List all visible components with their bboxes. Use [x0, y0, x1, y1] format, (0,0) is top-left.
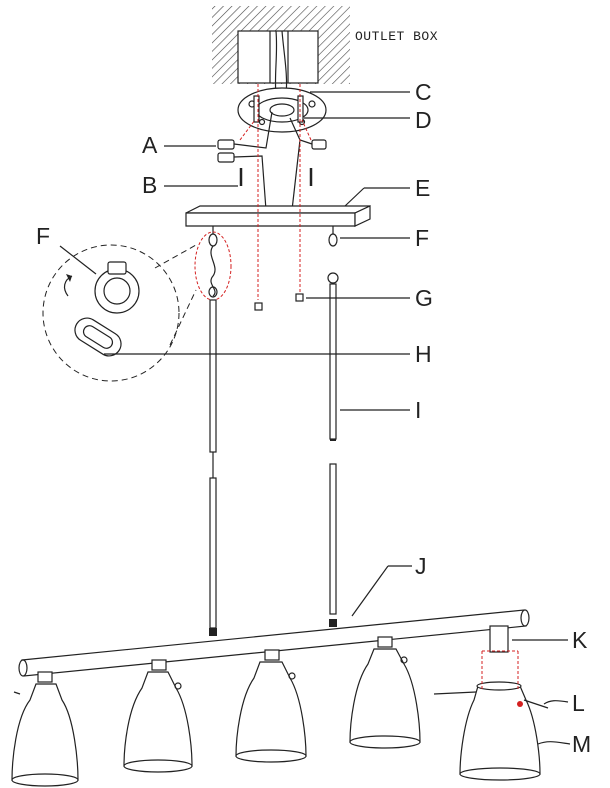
light-bar [18, 609, 530, 677]
hook-highlight [194, 231, 232, 301]
callout-l: L [572, 690, 585, 716]
callout-a: A [142, 132, 158, 158]
callout-e: E [415, 175, 430, 201]
wire-connectors [217, 111, 327, 211]
callout-f: F [415, 225, 429, 251]
leader-lines [59, 91, 571, 745]
shade-2 [123, 659, 193, 773]
left-rod [208, 245, 218, 636]
outlet-box-label: OUTLET BOX [355, 29, 438, 44]
callout-c: C [415, 79, 432, 105]
outlet-box [237, 30, 319, 96]
callout-g: G [415, 285, 433, 311]
callout-h: H [415, 341, 432, 367]
callout-d: D [415, 107, 432, 133]
callout-k: K [572, 627, 588, 653]
shade-1 [11, 671, 79, 787]
callout-i: I [415, 397, 421, 423]
mounting-plate [237, 87, 327, 133]
canopy [185, 205, 371, 227]
fastener-g [254, 293, 304, 311]
callout-b: B [142, 172, 157, 198]
callout-j: J [415, 553, 427, 579]
shade-5 [433, 625, 549, 781]
alignment-lines [239, 84, 312, 300]
shade-3 [235, 649, 307, 763]
right-rod [327, 272, 339, 627]
callout-f-detail: F [36, 223, 50, 249]
shade-4 [349, 636, 421, 749]
callout-m: M [572, 731, 591, 757]
canopy-hooks [208, 226, 338, 247]
canopy-screws [239, 168, 313, 186]
detail-view [42, 244, 197, 382]
